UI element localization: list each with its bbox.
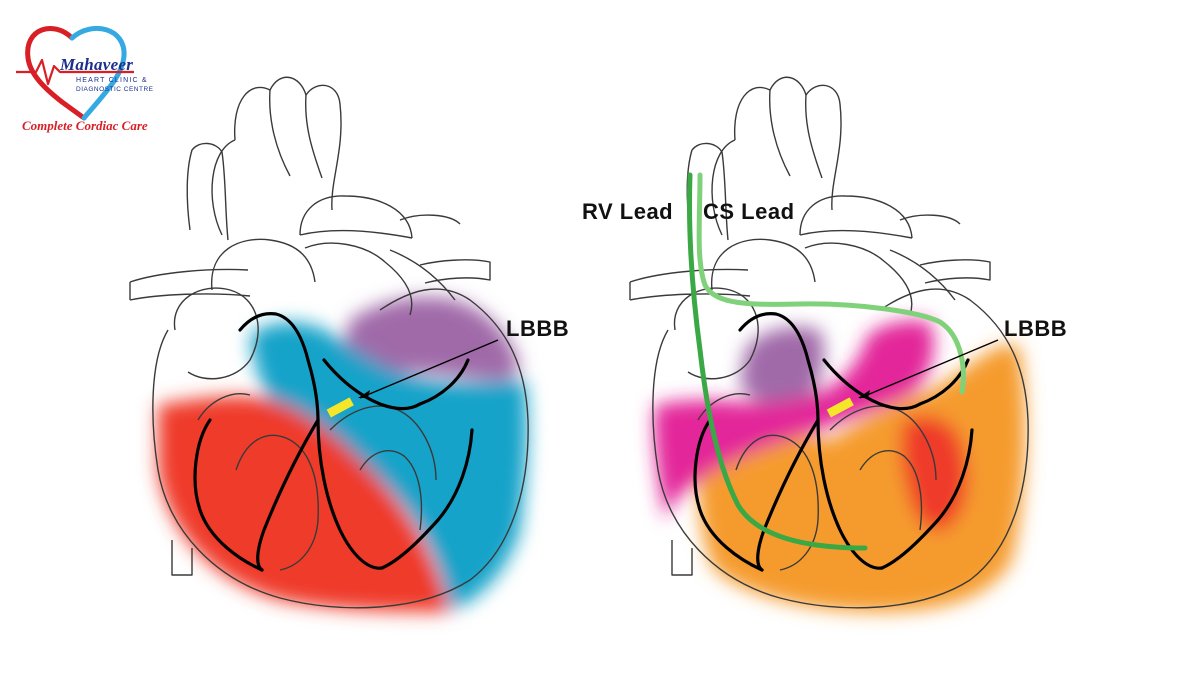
cs-lead-label: CS Lead — [703, 199, 795, 224]
left-region-purple — [345, 296, 520, 380]
right-lbbb-label: LBBB — [1004, 316, 1068, 341]
logo-line2: DIAGNOSTIC CENTRE — [76, 86, 154, 93]
heart-logo-icon — [16, 25, 134, 121]
left-heart — [129, 76, 529, 612]
right-heart — [629, 76, 1029, 612]
rv-lead — [687, 172, 868, 551]
clinic-logo: Mahaveer HEART CLINIC & DIAGNOSTIC CENTR… — [14, 22, 164, 140]
left-block-pointer — [359, 339, 499, 399]
rv-lead-label: RV Lead — [582, 199, 674, 224]
right-block-pointer — [859, 339, 999, 399]
right-region-magenta — [654, 320, 934, 520]
left-lbbb-label: LBBB — [506, 316, 570, 341]
logo-line1: HEART CLINIC & — [76, 77, 148, 84]
cs-lead — [696, 172, 966, 395]
left-block-marker — [326, 397, 354, 418]
left-region-red — [158, 396, 450, 612]
right-region-orange — [698, 344, 1026, 612]
left-region-blue — [250, 322, 528, 610]
logo-tagline: Complete Cordiac Care — [22, 118, 148, 133]
right-block-marker — [826, 397, 854, 418]
logo-name: Mahaveer — [60, 55, 134, 74]
